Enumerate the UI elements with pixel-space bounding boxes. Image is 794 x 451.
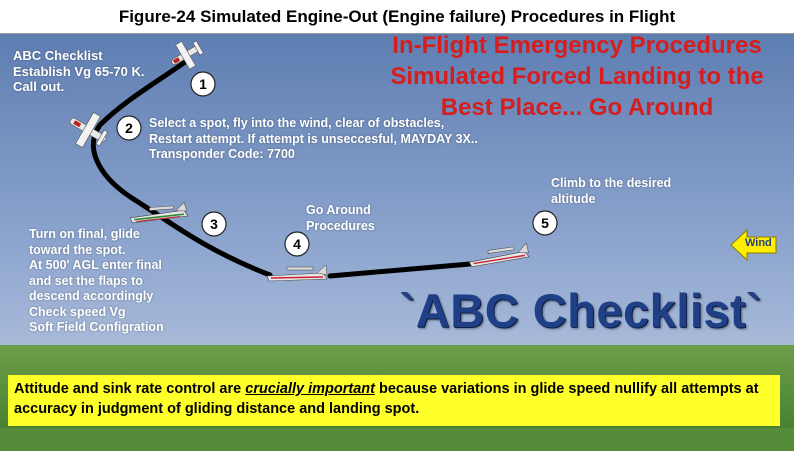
step-marker-1: 1 (190, 71, 216, 97)
step-3-line: At 500' AGL enter final (29, 258, 162, 272)
aircraft-2 (69, 112, 108, 148)
svg-text:2: 2 (125, 120, 133, 136)
step-3-line: and set the flaps to (29, 273, 143, 288)
flight-path-ground-run (327, 261, 473, 279)
emergency-heading: In-Flight Emergency Procedures Simulated… (372, 30, 782, 123)
aircraft-3 (129, 201, 189, 224)
step-2-line: Restart attempt. If attempt is unseccesf… (149, 131, 478, 146)
step-3-line: Soft Field Configration (29, 320, 164, 334)
step-marker-2: 2 (116, 115, 142, 141)
step-1-line: Call out. (13, 79, 65, 94)
step-3-line: Turn on final, glide (29, 227, 140, 241)
wind-arrow-icon (730, 228, 777, 262)
abc-checklist-label: `ABC Checklist` (399, 284, 763, 337)
svg-text:3: 3 (210, 216, 218, 232)
bottom-note-text-rest: because variations in glide speed nullif… (14, 381, 759, 417)
emergency-heading-line-2: Simulated Forced Landing to the (390, 63, 764, 90)
bottom-note-emphasis: crucially important (245, 381, 375, 397)
step-1-line: ABC Checklist (13, 48, 103, 63)
step-4-text: Go Around Procedures (306, 203, 375, 234)
step-2-line: Select a spot, fly into the wind, clear … (149, 116, 445, 130)
svg-text:4: 4 (293, 236, 301, 252)
step-4-line: Procedures (306, 218, 375, 233)
emergency-heading-line-3: Best Place... Go Around (440, 94, 714, 121)
figure-title: Figure-24 Simulated Engine-Out (Engine f… (118, 6, 676, 26)
figure-title-bar: Figure-24 Simulated Engine-Out (Engine f… (0, 0, 794, 34)
aircraft-4 (266, 264, 328, 282)
step-5-line: Climb to the desired (551, 176, 672, 190)
bottom-note-text: Attitude and sink rate control are (14, 381, 246, 397)
step-1-line: Establish Vg 65-70 K. (13, 63, 145, 79)
bottom-note: Attitude and sink rate control are cruci… (8, 375, 780, 426)
step-marker-3: 3 (201, 211, 227, 237)
step-4-line: Go Around (306, 203, 371, 217)
aircraft-5 (468, 242, 530, 268)
step-3-text: Turn on final, glide toward the spot. At… (29, 227, 164, 336)
flight-path (90, 59, 273, 278)
aircraft-1 (171, 40, 204, 70)
svg-text:1: 1 (199, 76, 207, 92)
step-1-text: ABC Checklist Establish Vg 65-70 K. Call… (13, 48, 145, 95)
step-marker-4: 4 (284, 231, 310, 257)
step-marker-5: 5 (532, 210, 558, 236)
step-3-line: toward the spot. (29, 242, 126, 257)
step-2-text: Select a spot, fly into the wind, clear … (149, 116, 478, 163)
step-5-line: altitude (551, 191, 596, 206)
step-5-text: Climb to the desired altitude (551, 176, 671, 207)
step-2-line: Transponder Code: 7700 (149, 147, 295, 161)
wind-label: Wind (745, 237, 772, 249)
step-3-line: Check speed Vg (29, 304, 126, 319)
svg-text:5: 5 (541, 215, 549, 231)
step-3-line: descend accordingly (29, 289, 154, 303)
emergency-heading-line-1: In-Flight Emergency Procedures (392, 32, 762, 59)
